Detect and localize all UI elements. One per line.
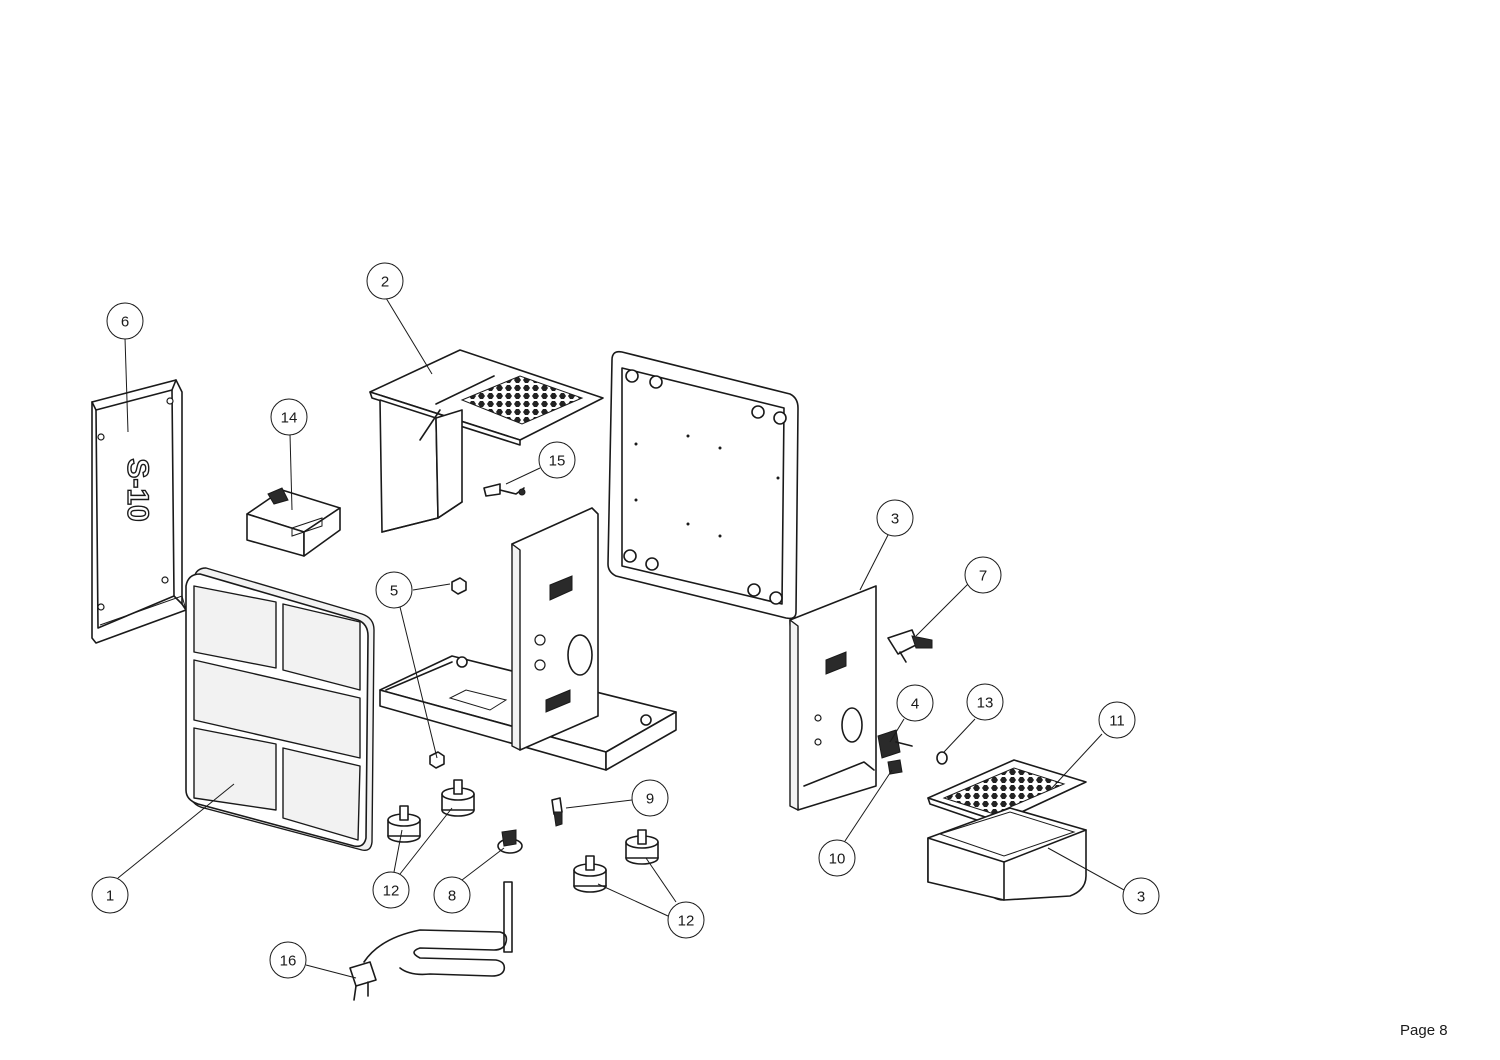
svg-text:14: 14 [281,410,298,427]
part-12-foot-a [387,805,421,843]
balloon-11: 11 [1098,701,1136,739]
svg-text:10: 10 [829,851,846,868]
balloon-3-upper: 3 [876,499,914,537]
part-14-control-box [246,487,341,557]
chassis-vertical-plate [511,507,599,751]
part-4-rocker-switch [877,729,913,759]
balloon-7: 7 [964,556,1002,594]
part-5-nut-upper [451,577,467,595]
part-15-micro-switch [483,483,526,497]
part-12-foot-d [625,829,659,865]
balloon-12-left: 12 [372,871,410,909]
part-3-base-tray [927,807,1087,901]
svg-text:3: 3 [1137,889,1145,906]
balloon-5: 5 [375,571,413,609]
part-7-connector [887,629,933,663]
svg-text:3: 3 [891,511,899,528]
balloon-6: 6 [106,302,144,340]
balloon-4: 4 [896,684,934,722]
svg-text:13: 13 [977,695,994,712]
page-number: Page 8 [1400,1022,1448,1039]
svg-text:12: 12 [383,883,400,900]
balloon-12-right: 12 [667,901,705,939]
part-5-nut-lower [429,751,445,769]
svg-text:5: 5 [390,583,398,600]
balloon-3-lower: 3 [1122,877,1160,915]
svg-text:16: 16 [280,953,297,970]
svg-text:4: 4 [911,696,919,713]
part-9-sensor [551,797,563,827]
balloon-10: 10 [818,839,856,877]
svg-text:6: 6 [121,314,129,331]
panel-lettering: S-10 [121,458,154,521]
balloon-1: 1 [91,876,129,914]
balloon-2: 2 [366,262,404,300]
svg-text:7: 7 [979,568,987,585]
balloon-8: 8 [433,876,471,914]
svg-text:2: 2 [381,274,389,291]
balloon-13: 13 [966,683,1004,721]
part-3-side-bracket [789,585,877,811]
part-1-front-panel [185,567,375,852]
balloon-15: 15 [538,441,576,479]
svg-text:15: 15 [549,453,566,470]
part-16-heating-element [349,881,513,1001]
svg-text:12: 12 [678,913,695,930]
balloon-9: 9 [631,779,669,817]
part-12-foot-c [573,855,607,893]
part-6-side-panel: S-10 [91,379,187,644]
svg-text:8: 8 [448,888,456,905]
part-13-grommet [936,751,948,765]
svg-text:1: 1 [106,888,114,905]
part-8-thermostat [497,829,523,854]
svg-text:11: 11 [1109,713,1125,730]
part-11-grille-lid [927,759,1087,829]
leader-lines [117,297,1125,979]
part-2-top-cover [369,349,604,533]
part-3-rear-panel [607,350,799,620]
svg-text:9: 9 [646,791,654,808]
part-12-foot-b [441,779,475,817]
part-10-fuse-holder [887,759,903,775]
balloon-14: 14 [270,398,308,436]
balloon-16: 16 [269,941,307,979]
